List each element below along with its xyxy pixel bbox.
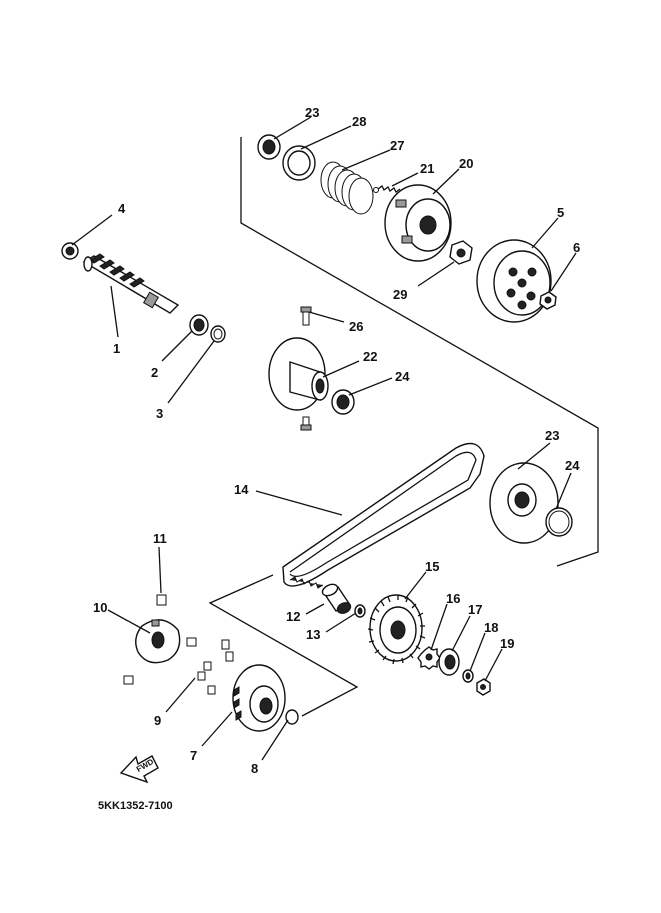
clutch-housing-part [476,239,552,323]
callout-19: 19 [500,636,514,651]
callout-2: 2 [151,365,158,380]
sheave-collar-part [321,583,352,614]
secondary-fixed-sheave-part [489,462,559,544]
weight-part [197,639,234,695]
o-ring-part [545,507,573,537]
callout-17: 17 [468,602,482,617]
callout-6: 6 [573,240,580,255]
callout-28: 28 [352,114,366,129]
callout-9: 9 [154,713,161,728]
secondary-sheave-part [268,337,329,411]
bearing-top-part [257,134,281,160]
clutch-nut-part [449,240,473,265]
primary-sliding-sheave-part [232,664,286,732]
screw-part [300,306,312,431]
callout-labels: 4 1 2 3 23 28 27 21 20 5 6 29 26 22 24 1… [93,105,580,776]
callout-25: 24 [565,458,580,473]
callout-16: 16 [446,591,460,606]
v-belt-part [282,442,485,589]
callout-20: 20 [459,156,473,171]
sheave-washer-part [417,646,441,670]
callout-7: 7 [190,748,197,763]
sheave-nut-part [476,678,491,696]
callout-29: 29 [393,287,407,302]
callout-4: 4 [118,201,126,216]
callout-5: 5 [557,205,564,220]
callout-14: 14 [234,482,249,497]
callout-23: 23 [545,428,559,443]
callout-24-middle: 24 [395,369,410,384]
callout-3: 3 [156,406,163,421]
small-spring-part [373,185,401,193]
leader-lines [71,116,577,761]
callout-12: 12 [286,609,300,624]
part-code: 5KK1352-7100 [98,800,173,812]
oil-seal-part [61,242,79,260]
callout-27: 27 [390,138,404,153]
one-way-clutch-part [438,648,460,676]
cam-part [135,619,181,664]
callout-21: 21 [420,161,434,176]
group-boundary [208,137,599,717]
compression-spring-part [320,161,374,215]
callout-18: 18 [484,620,498,635]
clutch-carrier-part [384,184,452,262]
sheave-bushing-part [285,709,299,725]
callout-11: 11 [153,531,167,546]
callout-1: 1 [113,341,120,356]
collar-part [282,145,316,181]
circlip-part [210,325,226,343]
slider-part [123,594,197,685]
fwd-arrow-icon: FWD [119,755,159,784]
primary-fixed-sheave-part [367,594,426,665]
bearing-part [189,314,209,336]
housing-nut-part [539,291,557,310]
callout-13: 13 [306,627,320,642]
nut-washer-part [462,669,474,683]
callout-26: 26 [349,319,363,334]
bearing-middle-part [331,389,355,415]
callout-15: 15 [425,559,439,574]
callout-22: 22 [363,349,377,364]
washer-part [354,604,366,618]
callout-24-top: 23 [305,105,319,120]
callout-8: 8 [251,761,258,776]
callout-10: 10 [93,600,107,615]
primary-shaft-part [82,253,180,314]
